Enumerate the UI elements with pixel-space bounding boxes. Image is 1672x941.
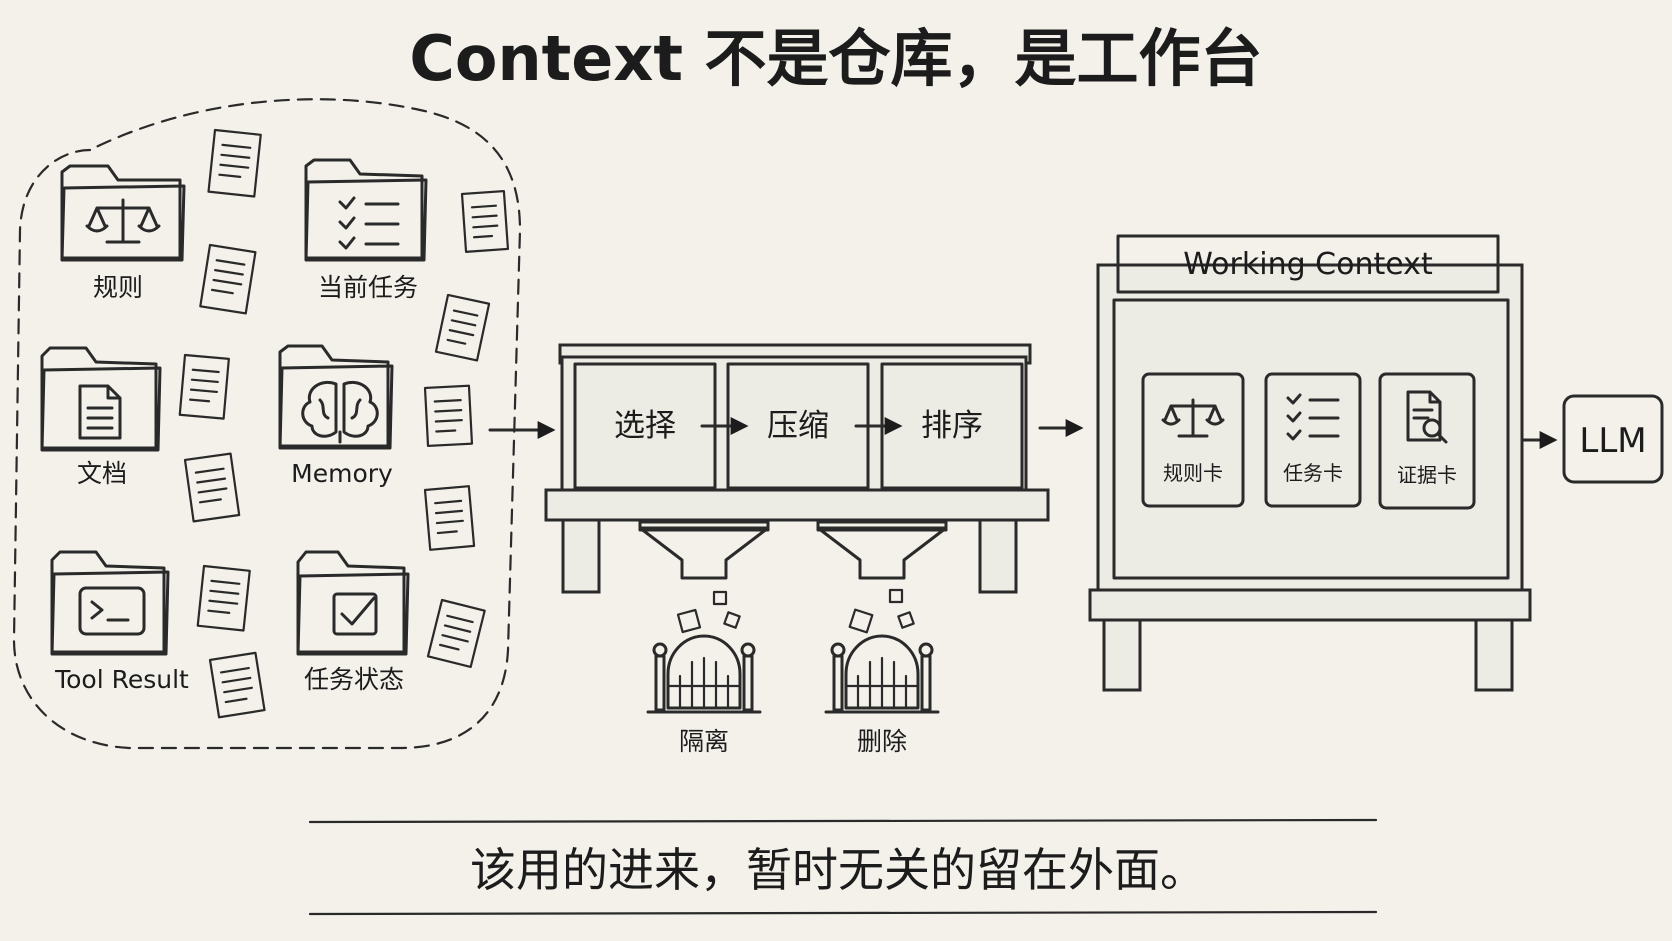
folder-documents-front (40, 366, 162, 452)
loose-paper-sheets (178, 128, 510, 719)
folder-task-status-front (296, 572, 410, 656)
folder-rules-label: 规则 (93, 273, 143, 302)
folder-task-status-back (296, 550, 406, 654)
folder-memory: Memory (278, 344, 394, 488)
terminal-icon (78, 586, 146, 636)
processing-bench: 选择 压缩 排序 (544, 343, 1050, 594)
hopper-delete (816, 520, 948, 580)
caption-text: 该用的进来，暂时无关的留在外面。 (470, 843, 1206, 897)
card-task-label: 任务卡 (1283, 461, 1343, 485)
working-context-desk: Working Context 规则卡 任务卡 证据卡 (1088, 234, 1532, 692)
outlet-isolate-label: 隔离 (679, 727, 729, 756)
folder-documents-label: 文档 (77, 459, 127, 488)
card-rules-label: 规则卡 (1163, 461, 1223, 485)
folder-tool-result: Tool Result (50, 550, 189, 694)
stage-compress-label: 压缩 (767, 408, 829, 444)
gate-isolate-icon (646, 634, 762, 714)
folder-current-task-label: 当前任务 (318, 273, 418, 302)
folder-rules-back (60, 164, 182, 260)
working-context-title: Working Context (1183, 247, 1433, 282)
folder-memory-front (278, 364, 394, 450)
folder-rules-front (60, 184, 186, 262)
folder-current-task-front (304, 178, 428, 262)
card-evidence: 证据卡 (1378, 372, 1476, 510)
checklist-icon (338, 196, 400, 250)
llm-box (1562, 394, 1664, 484)
checklist-icon (1286, 393, 1340, 441)
brain-icon (301, 381, 379, 444)
gate-delete-icon (824, 634, 940, 714)
folder-documents: 文档 (40, 346, 162, 488)
folder-task-status-label: 任务状态 (304, 665, 404, 694)
outlet-delete-label: 删除 (857, 727, 907, 756)
scales-icon (1161, 398, 1225, 438)
stage-sort-label: 排序 (921, 408, 983, 444)
caption-rule-bottom (308, 910, 1378, 916)
card-rules: 规则卡 (1141, 372, 1245, 508)
folder-documents-back (40, 346, 158, 450)
folder-tool-result-label: Tool Result (54, 665, 189, 694)
folder-rules: 规则 (60, 164, 186, 302)
scales-icon (85, 198, 161, 244)
context-warehouse-region (12, 98, 522, 750)
document-search-icon (1406, 390, 1448, 444)
folder-task-status: 任务状态 (296, 550, 410, 694)
card-evidence-label: 证据卡 (1397, 463, 1457, 487)
caption-rule-top (308, 818, 1378, 824)
checkbox-icon (332, 592, 378, 636)
discarded-bits (676, 588, 915, 634)
folder-memory-back (278, 344, 390, 448)
document-icon (78, 384, 122, 440)
stage-select-label: 选择 (614, 408, 676, 444)
folder-current-task: 当前任务 (304, 158, 428, 302)
page-title: Context 不是仓库，是工作台 (409, 22, 1262, 95)
hopper-isolate (638, 520, 770, 580)
folder-tool-result-back (50, 550, 166, 654)
working-context-banner (1116, 234, 1500, 294)
folder-current-task-back (304, 158, 424, 260)
card-task: 任务卡 (1264, 372, 1362, 508)
folder-tool-result-front (50, 570, 170, 656)
folder-memory-label: Memory (291, 459, 393, 488)
llm-label: LLM (1579, 421, 1646, 461)
